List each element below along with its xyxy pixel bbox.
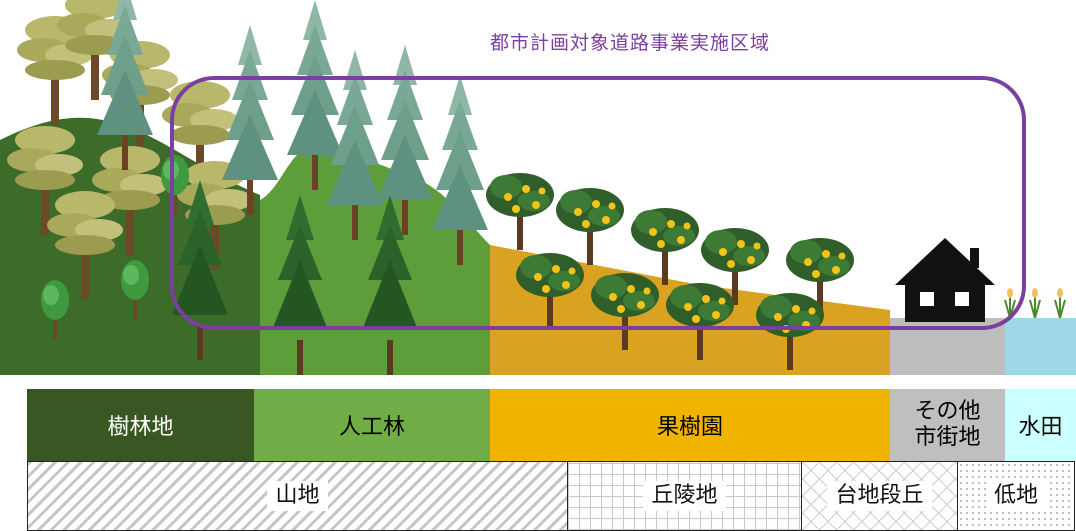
terrain-terrace-label: 台地段丘 [827,480,932,512]
land-use-plantation-label: 人工林 [338,415,405,440]
terrain-mountain-label: 山地 [267,480,328,512]
project-zone-label: 都市計画対象道路事業実施区域 [489,32,770,54]
land-use-paddy: 水田 [1005,389,1076,461]
terrain-hills-label: 丘陵地 [643,480,726,512]
terrain-lowland: 低地 [957,461,1075,531]
land-use-forest-label: 樹林地 [107,415,174,440]
paddy-water [1005,318,1076,375]
house-icon [895,238,995,322]
land-use-forest: 樹林地 [27,389,254,461]
land-use-paddy-label: 水田 [1018,415,1063,440]
land-use-urban-label: その他 市街地 [914,398,981,450]
terrain-mountain: 山地 [27,461,568,531]
project-zone-outline [170,76,1026,330]
terrain-legend: 山地 丘陵地 台地段丘 低地 [0,461,1076,531]
land-use-urban: その他 市街地 [890,389,1005,461]
terrain-hills: 丘陵地 [567,461,802,531]
land-use-orchard-label: 果樹園 [656,415,723,440]
terrain-terrace: 台地段丘 [801,461,958,531]
terrain-lowland-label: 低地 [985,480,1046,512]
land-use-orchard: 果樹園 [490,389,890,461]
landscape-illustration [0,0,1076,376]
land-use-legend: 樹林地 人工林 果樹園 その他 市街地 水田 [0,389,1076,461]
land-use-plantation: 人工林 [254,389,490,461]
